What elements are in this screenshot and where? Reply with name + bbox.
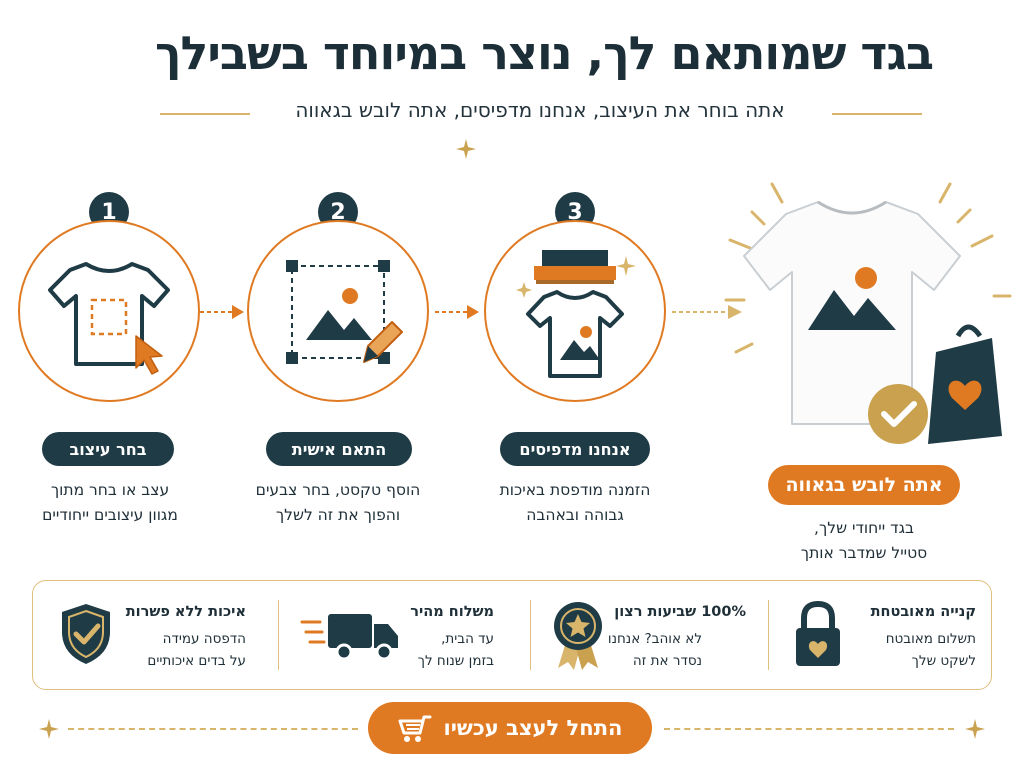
- sparkle-icon: [965, 719, 985, 739]
- cta-divider-left: [68, 728, 358, 730]
- finished-tshirt-illustration: [724, 182, 1012, 444]
- result-label: אתה לובש בגאווה: [768, 465, 960, 505]
- benefit-title-secure: קנייה מאובטחת: [870, 604, 976, 620]
- benefit-divider: [530, 600, 531, 670]
- benefit-text-shipping: עד הבית, בזמן שנוח לך: [417, 631, 494, 669]
- arrow-icon-2: [435, 305, 479, 319]
- shine-rays: [724, 182, 1012, 354]
- step-2-label: התאם אישית: [266, 432, 412, 466]
- delivery-truck-icon: [300, 614, 398, 661]
- shopping-bag-icon: [928, 324, 1002, 444]
- subtitle-divider-left: [160, 113, 250, 115]
- page-title: בגד שמותאם לך, נוצר במיוחד בשבילך: [154, 26, 934, 80]
- printing-press-icon: [516, 250, 636, 378]
- cta-label: התחל לעצב עכשיו: [443, 716, 623, 740]
- cursor-icon: [135, 335, 163, 375]
- benefit-divider: [278, 600, 279, 670]
- cta-divider-right: [664, 728, 954, 730]
- shield-check-icon: [62, 604, 110, 664]
- benefit-text-secure: תשלום מאובטח לשקט שלך: [885, 631, 976, 669]
- step-1-label: בחר עיצוב: [42, 432, 174, 466]
- step-1-circle: [18, 220, 200, 402]
- benefit-text-quality: הדפסה עמידה על בדים איכותיים: [147, 631, 246, 669]
- pencil-icon: [363, 321, 403, 363]
- step-3-circle: [484, 220, 666, 402]
- tshirt-design-icon: [48, 262, 170, 375]
- start-designing-button[interactable]: התחל לעצב עכשיו: [368, 702, 652, 754]
- sparkle-icon: [39, 719, 59, 739]
- step-3-description: הזמנה מודפסת באיכות גבוהה ובאהבה: [499, 481, 651, 524]
- lock-heart-icon: [796, 600, 840, 666]
- page-subtitle: אתה בוחר את העיצוב, אנחנו מדפיסים, אתה ל…: [295, 98, 785, 122]
- benefit-title-shipping: משלוח מהיר: [410, 604, 494, 620]
- step-1-description: עצב או בחר מתוך מגוון עיצובים ייחודיים: [42, 481, 178, 524]
- benefit-divider: [768, 600, 769, 670]
- shopping-cart-icon: [398, 715, 432, 742]
- benefits-bar: [32, 580, 992, 690]
- award-ribbon-icon: [554, 602, 602, 670]
- arrow-icon-3: [672, 305, 742, 319]
- benefit-title-quality: איכות ללא פשרות: [125, 604, 246, 620]
- step-3-label: אנחנו מדפיסים: [500, 432, 650, 466]
- arrow-icon-1: [200, 305, 244, 319]
- step-2-circle: [247, 220, 429, 402]
- subtitle-divider-right: [832, 113, 922, 115]
- sparkle-icon: [516, 256, 636, 298]
- customize-image-icon: [286, 260, 403, 364]
- step-2-description: הוסף טקסט, בחר צבעים והפוך את זה לשלך: [255, 481, 421, 524]
- sparkle-icon: [456, 139, 476, 159]
- result-description: בגד ייחודי שלך, סטייל שמדבר אותך: [800, 519, 928, 562]
- checkmark-badge-icon: [868, 384, 928, 444]
- benefit-title-satisfaction: 100% שביעות רצון: [614, 604, 746, 620]
- benefit-text-satisfaction: לא אוהב? אנחנו נסדר את זה: [607, 631, 702, 669]
